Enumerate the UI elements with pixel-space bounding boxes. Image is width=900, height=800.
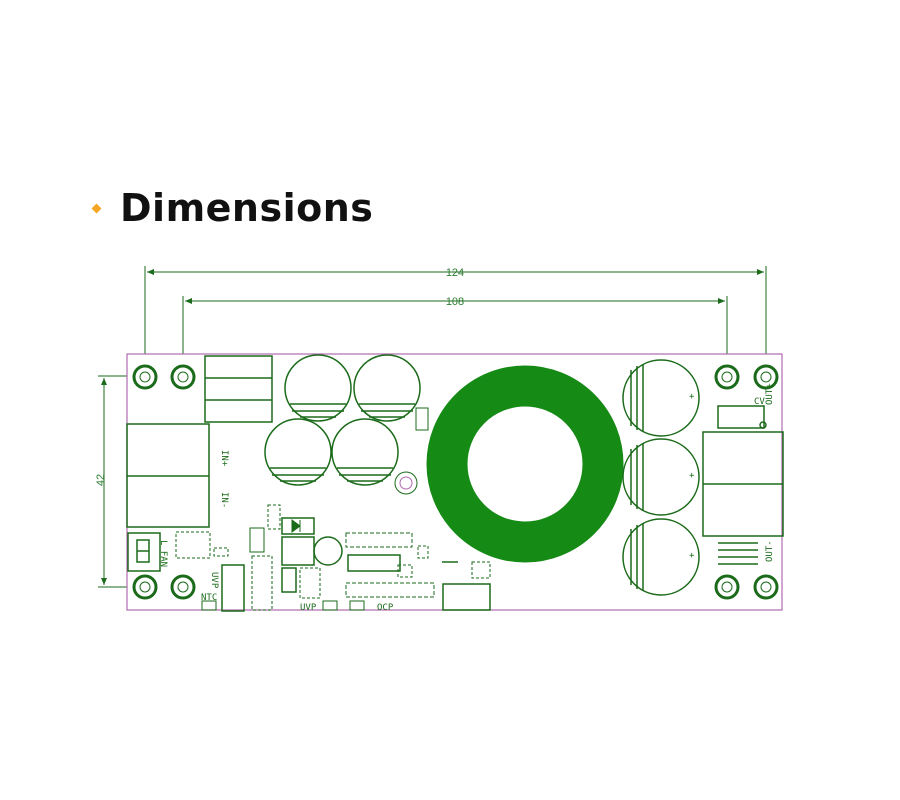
dimension-label-height: 42 (95, 474, 107, 486)
capacitor-polarity-label: + (689, 471, 695, 481)
mounting-hole (714, 364, 740, 390)
control-circuitry (175, 504, 491, 612)
mounting-hole (170, 574, 196, 600)
label-in-plus: IN+ (219, 450, 229, 467)
mounting-hole (714, 574, 740, 600)
capacitor-polarity-label: + (689, 551, 695, 561)
label-uvp-pot: UVP (209, 572, 219, 589)
electrolytic-capacitor (331, 418, 399, 486)
capacitor-polarity-label: + (689, 392, 695, 402)
page-title: Dimensions (120, 186, 374, 230)
dimension-108 (182, 296, 728, 376)
electrolytic-capacitor (622, 518, 700, 596)
mounting-hole (132, 364, 158, 390)
output-terminal-block (702, 405, 784, 565)
label-ocp: OCP (377, 603, 394, 613)
heatsink-block (204, 355, 273, 423)
toroid-inductor (426, 365, 624, 563)
electrolytic-capacitor (622, 438, 700, 516)
mounting-hole (753, 364, 779, 390)
label-uvp: UVP (300, 603, 317, 613)
electrolytic-capacitor (353, 354, 421, 422)
mounting-hole (170, 364, 196, 390)
dimension-label-overall-width: 124 (446, 267, 464, 279)
label-out-plus: OUT+ (765, 383, 775, 405)
mounting-holes (132, 364, 779, 600)
label-fan: L FAN (158, 540, 168, 567)
electrolytic-capacitor (622, 359, 700, 437)
label-out-minus: OUT- (765, 540, 775, 562)
fan-connector (127, 532, 161, 572)
input-terminal-block (126, 423, 210, 528)
label-cv: CV (754, 397, 765, 407)
label-in-minus: IN- (219, 492, 229, 508)
section-header: Dimensions (91, 183, 374, 233)
mounting-hole (132, 574, 158, 600)
electrolytic-capacitor (264, 418, 332, 486)
label-ntc: NTC (201, 593, 217, 603)
input-capacitors (264, 354, 421, 486)
mounting-hole (753, 574, 779, 600)
electrolytic-capacitor (284, 354, 352, 422)
output-capacitors (622, 359, 700, 596)
dimension-label-hole-spacing: 108 (446, 296, 464, 308)
